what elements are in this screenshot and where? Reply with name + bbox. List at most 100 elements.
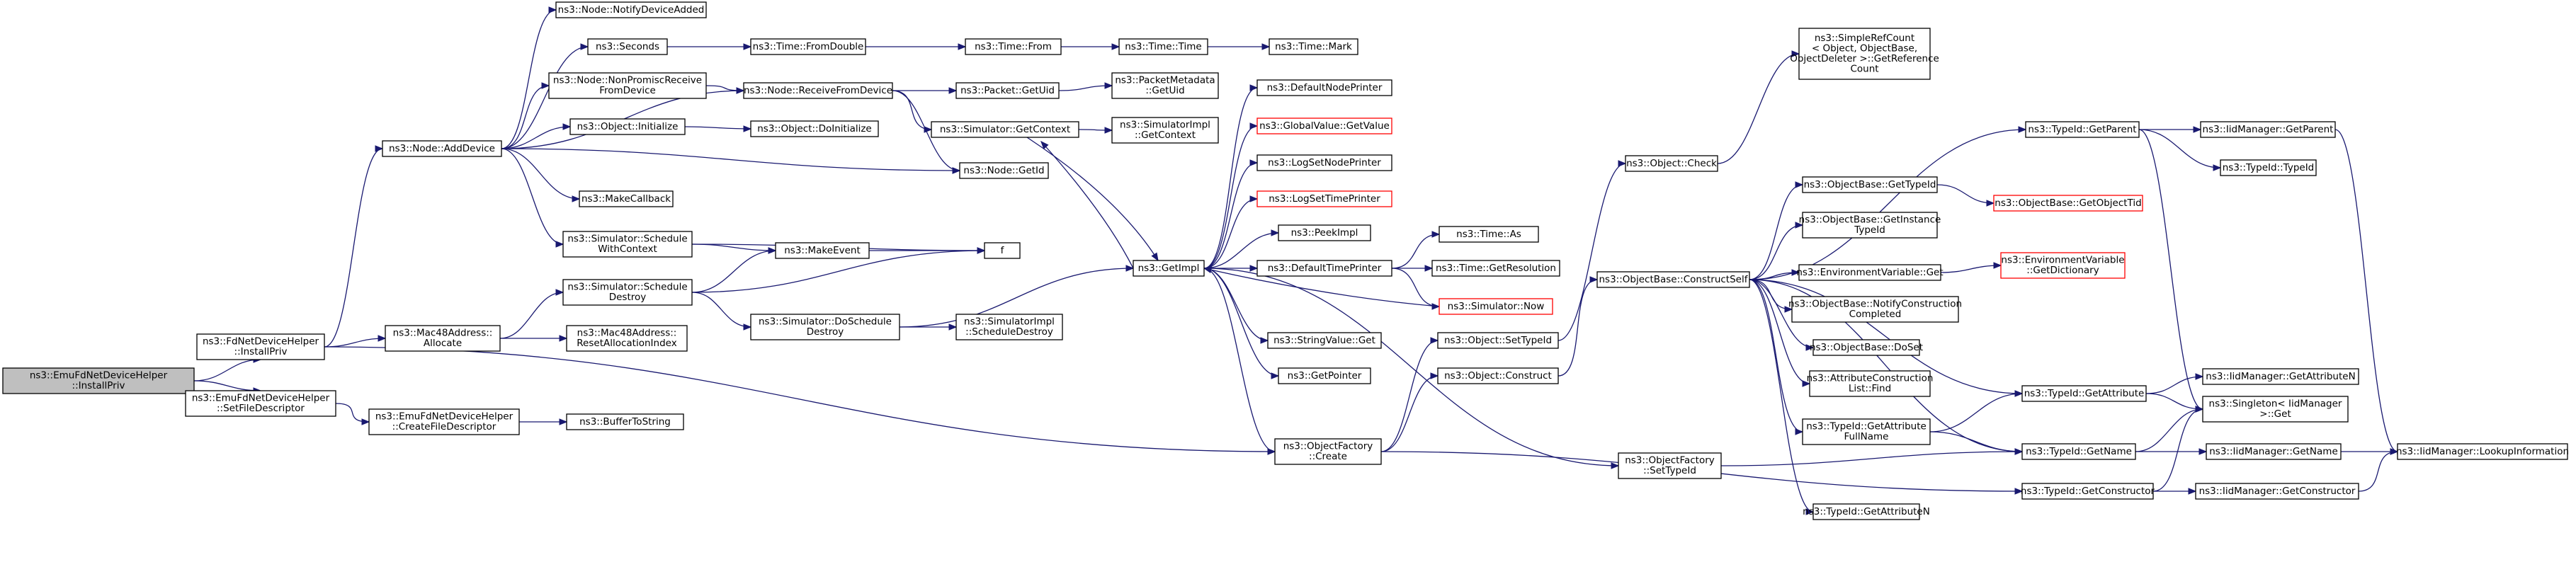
node-box <box>965 38 1062 55</box>
node-box <box>1798 28 1931 80</box>
edge-line <box>1026 137 1159 261</box>
node-tidGetParent[interactable]: ns3::TypeId::GetParent <box>2025 121 2140 138</box>
node-emuSetFd[interactable]: ns3::EmuFdNetDeviceHelper::SetFileDescri… <box>185 390 336 417</box>
node-simImplGetCtx[interactable]: ns3::SimulatorImpl::GetContext <box>1111 117 1219 144</box>
arrowhead <box>541 82 550 89</box>
arrowhead <box>1795 181 1804 188</box>
arrowhead <box>559 418 568 425</box>
node-objDoInit[interactable]: ns3::Object::DoInitialize <box>750 120 879 137</box>
node-getImpl[interactable]: ns3::GetImpl <box>1133 260 1205 277</box>
node-defNodePrinter[interactable]: ns3::DefaultNodePrinter <box>1256 79 1392 96</box>
node-timeTime[interactable]: ns3::Time::Time <box>1118 38 1208 55</box>
node-objCheck[interactable]: ns3::Object::Check <box>1625 155 1718 172</box>
node-bufToStr[interactable]: ns3::BufferToString <box>566 413 684 430</box>
node-objConstruct[interactable]: ns3::Object::Construct <box>1437 367 1559 384</box>
node-singletonGet[interactable]: ns3::Singleton< IidManager>::Get <box>2202 396 2349 423</box>
arrowhead <box>743 323 752 331</box>
arrowhead <box>548 6 557 13</box>
node-f[interactable]: f <box>984 242 1021 259</box>
node-pktMetaUid[interactable]: ns3::PacketMetadata::GetUid <box>1111 72 1219 99</box>
node-strValGet[interactable]: ns3::StringValue::Get <box>1267 332 1382 349</box>
node-iidGetName[interactable]: ns3::IidManager::GetName <box>2206 443 2342 460</box>
node-label: ::CreateFileDescriptor <box>392 421 497 432</box>
node-timeGetRes[interactable]: ns3::Time::GetResolution <box>1431 260 1560 277</box>
arrowhead <box>1249 159 1259 166</box>
node-recvFromDev[interactable]: ns3::Node::ReceiveFromDevice <box>743 82 893 99</box>
node-tidGetAttrN[interactable]: ns3::TypeId::GetAttributeN <box>1803 503 1930 520</box>
node-nodeGetId[interactable]: ns3::Node::GetId <box>959 162 1049 179</box>
node-defTimePrinter[interactable]: ns3::DefaultTimePrinter <box>1256 260 1392 277</box>
edge-line <box>193 359 261 382</box>
node-envGetDict[interactable]: ns3::EnvironmentVariable::GetDictionary <box>2000 252 2126 279</box>
node-emuCreateFd[interactable]: ns3::EmuFdNetDeviceHelper::CreateFileDes… <box>368 408 520 435</box>
node-logSetNode[interactable]: ns3::LogSetNodePrinter <box>1256 154 1392 171</box>
node-iidGetCtor[interactable]: ns3::IidManager::GetConstructor <box>2195 483 2359 500</box>
node-seconds[interactable]: ns3::Seconds <box>587 38 668 55</box>
node-timeMark[interactable]: ns3::Time::Mark <box>1269 38 1358 55</box>
node-macAlloc[interactable]: ns3::Mac48Address::Allocate <box>385 325 501 352</box>
node-constructSelf[interactable]: ns3::ObjectBase::ConstructSelf <box>1596 271 1750 288</box>
node-fdInstall[interactable]: ns3::FdNetDeviceHelper::InstallPriv <box>196 333 325 360</box>
node-notifyDevAdded[interactable]: ns3::Node::NotifyDeviceAdded <box>555 1 707 18</box>
node-tidTypeId[interactable]: ns3::TypeId::TypeId <box>2220 159 2317 176</box>
node-simpleRefCount[interactable]: ns3::SimpleRefCount< Object, ObjectBase,… <box>1790 28 1939 80</box>
node-objSetTypeId[interactable]: ns3::Object::SetTypeId <box>1437 332 1559 349</box>
node-tidGetAttr[interactable]: ns3::TypeId::GetAttribute <box>2021 385 2147 402</box>
node-objInit[interactable]: ns3::Object::Initialize <box>569 118 686 135</box>
node-obGetTypeId[interactable]: ns3::ObjectBase::GetTypeId <box>1802 176 1938 193</box>
node-label: ns3::Object::Construct <box>1444 370 1552 382</box>
node-root[interactable]: ns3::EmuFdNetDeviceHelper::InstallPriv <box>2 367 195 394</box>
node-label: ::GetContext <box>1135 130 1196 141</box>
node-tidGetName[interactable]: ns3::TypeId::GetName <box>2021 443 2136 460</box>
edge-line <box>899 268 1134 328</box>
edge-line <box>1749 184 1803 280</box>
node-makeCallback[interactable]: ns3::MakeCallback <box>579 190 674 207</box>
node-simNow[interactable]: ns3::Simulator::Now <box>1439 298 1553 315</box>
node-box <box>2220 159 2317 176</box>
edge-line <box>1203 87 1258 269</box>
node-obGetObjectTid[interactable]: ns3::ObjectBase::GetObjectTid <box>1993 195 2143 212</box>
node-timeFromDouble[interactable]: ns3::Time::FromDouble <box>750 38 866 55</box>
node-envGet[interactable]: ns3::EnvironmentVariable::Get <box>1796 264 1944 281</box>
node-pktGetUid[interactable]: ns3::Packet::GetUid <box>955 82 1060 99</box>
edge-line <box>1203 268 1269 341</box>
node-resetAlloc[interactable]: ns3::Mac48Address::ResetAllocationIndex <box>566 325 688 352</box>
edge-pktGetUid-to-pktMetaUid <box>1058 82 1113 91</box>
node-simGetCtx[interactable]: ns3::Simulator::GetContext <box>931 121 1079 138</box>
node-getPointer[interactable]: ns3::GetPointer <box>1278 367 1371 384</box>
node-timeFrom[interactable]: ns3::Time::From <box>965 38 1062 55</box>
node-globalGetValue[interactable]: ns3::GlobalValue::GetValue <box>1256 117 1392 134</box>
node-obDoSet[interactable]: ns3::ObjectBase::DoSet <box>1810 339 1923 356</box>
edge-recvFromDev-to-simGetCtx <box>892 90 933 133</box>
node-peekImpl[interactable]: ns3::PeekImpl <box>1278 224 1371 241</box>
node-schedDestroy[interactable]: ns3::Simulator::ScheduleDestroy <box>562 279 693 306</box>
node-objFactSetTypeId[interactable]: ns3::ObjectFactory::SetTypeId <box>1618 452 1722 479</box>
node-box <box>984 242 1021 259</box>
node-label: ::InstallPriv <box>234 346 288 357</box>
node-objFactCreate[interactable]: ns3::ObjectFactory::Create <box>1274 438 1382 465</box>
node-iidGetAttrN[interactable]: ns3::IidManager::GetAttributeN <box>2202 368 2359 385</box>
node-tidGetCtor[interactable]: ns3::TypeId::GetConstructor <box>2021 483 2155 500</box>
node-iidLookup[interactable]: ns3::IidManager::LookupInformation <box>2396 443 2569 460</box>
edge-fdInstall-to-objFactCreate <box>324 346 1276 455</box>
node-label: ns3::Node::AddDevice <box>389 143 495 154</box>
edge-getImpl-to-peekImpl <box>1203 229 1280 269</box>
node-box <box>1133 260 1205 277</box>
node-simImplSchedDestroy[interactable]: ns3::SimulatorImpl::ScheduleDestroy <box>955 314 1063 340</box>
node-timeAs[interactable]: ns3::Time::As <box>1439 226 1539 243</box>
node-obNotifyConstr[interactable]: ns3::ObjectBase::NotifyConstructionCompl… <box>1788 296 1962 323</box>
node-makeEvent[interactable]: ns3::MakeEvent <box>775 242 870 259</box>
node-addDevice[interactable]: ns3::Node::AddDevice <box>382 140 502 157</box>
arrowhead <box>1805 508 1815 515</box>
node-iidGetParent[interactable]: ns3::IidManager::GetParent <box>2200 121 2336 138</box>
node-box <box>1812 339 1920 356</box>
node-box <box>566 325 688 352</box>
node-logSetTime[interactable]: ns3::LogSetTimePrinter <box>1256 190 1392 207</box>
edge-line <box>1203 198 1258 269</box>
